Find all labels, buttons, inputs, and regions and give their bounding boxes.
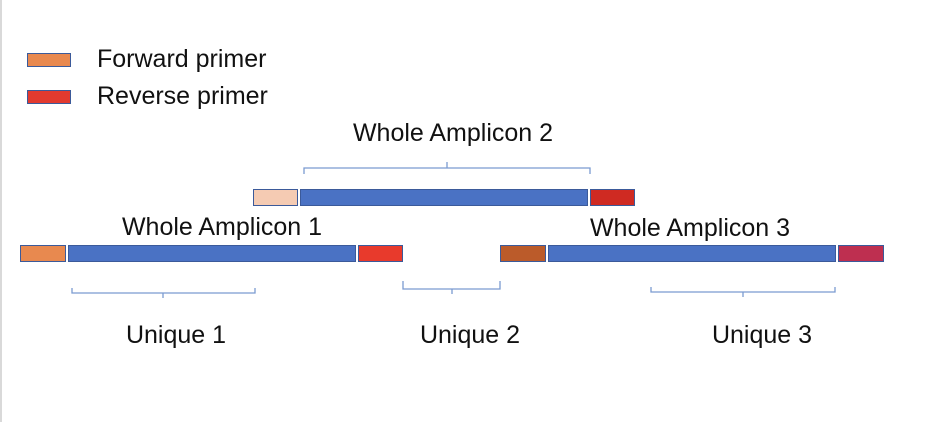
slide-left-border: [0, 0, 2, 422]
unique-3-label: Unique 3: [711, 321, 813, 349]
amplicon-3-label: Whole Amplicon 3: [589, 214, 791, 242]
amplicon-1-reverse-primer: [358, 245, 403, 262]
amplicon-2-body: [300, 189, 588, 206]
amplicon-3-forward-primer: [500, 245, 546, 262]
amplicon-2-label: Whole Amplicon 2: [352, 119, 554, 147]
amplicon-2-reverse-primer: [590, 189, 635, 206]
unique-2-label: Unique 2: [419, 321, 521, 349]
forward-primer-label: Forward primer: [97, 45, 267, 73]
amplicon-1-label: Whole Amplicon 1: [121, 213, 323, 241]
reverse-primer-label: Reverse primer: [97, 82, 268, 110]
amplicon-1-forward-primer: [20, 245, 66, 262]
reverse-primer-swatch: [27, 90, 71, 104]
unique-3-bracket: [650, 287, 836, 297]
amplicon-3-reverse-primer: [838, 245, 884, 262]
amplicon-2-bracket: [303, 162, 591, 174]
unique-1-bracket: [71, 288, 256, 298]
unique-1-label: Unique 1: [125, 321, 227, 349]
amplicon-2-forward-primer: [253, 189, 298, 206]
amplicon-3-body: [548, 245, 836, 262]
forward-primer-swatch: [27, 53, 71, 67]
amplicon-1-body: [68, 245, 356, 262]
unique-2-bracket: [402, 281, 501, 294]
